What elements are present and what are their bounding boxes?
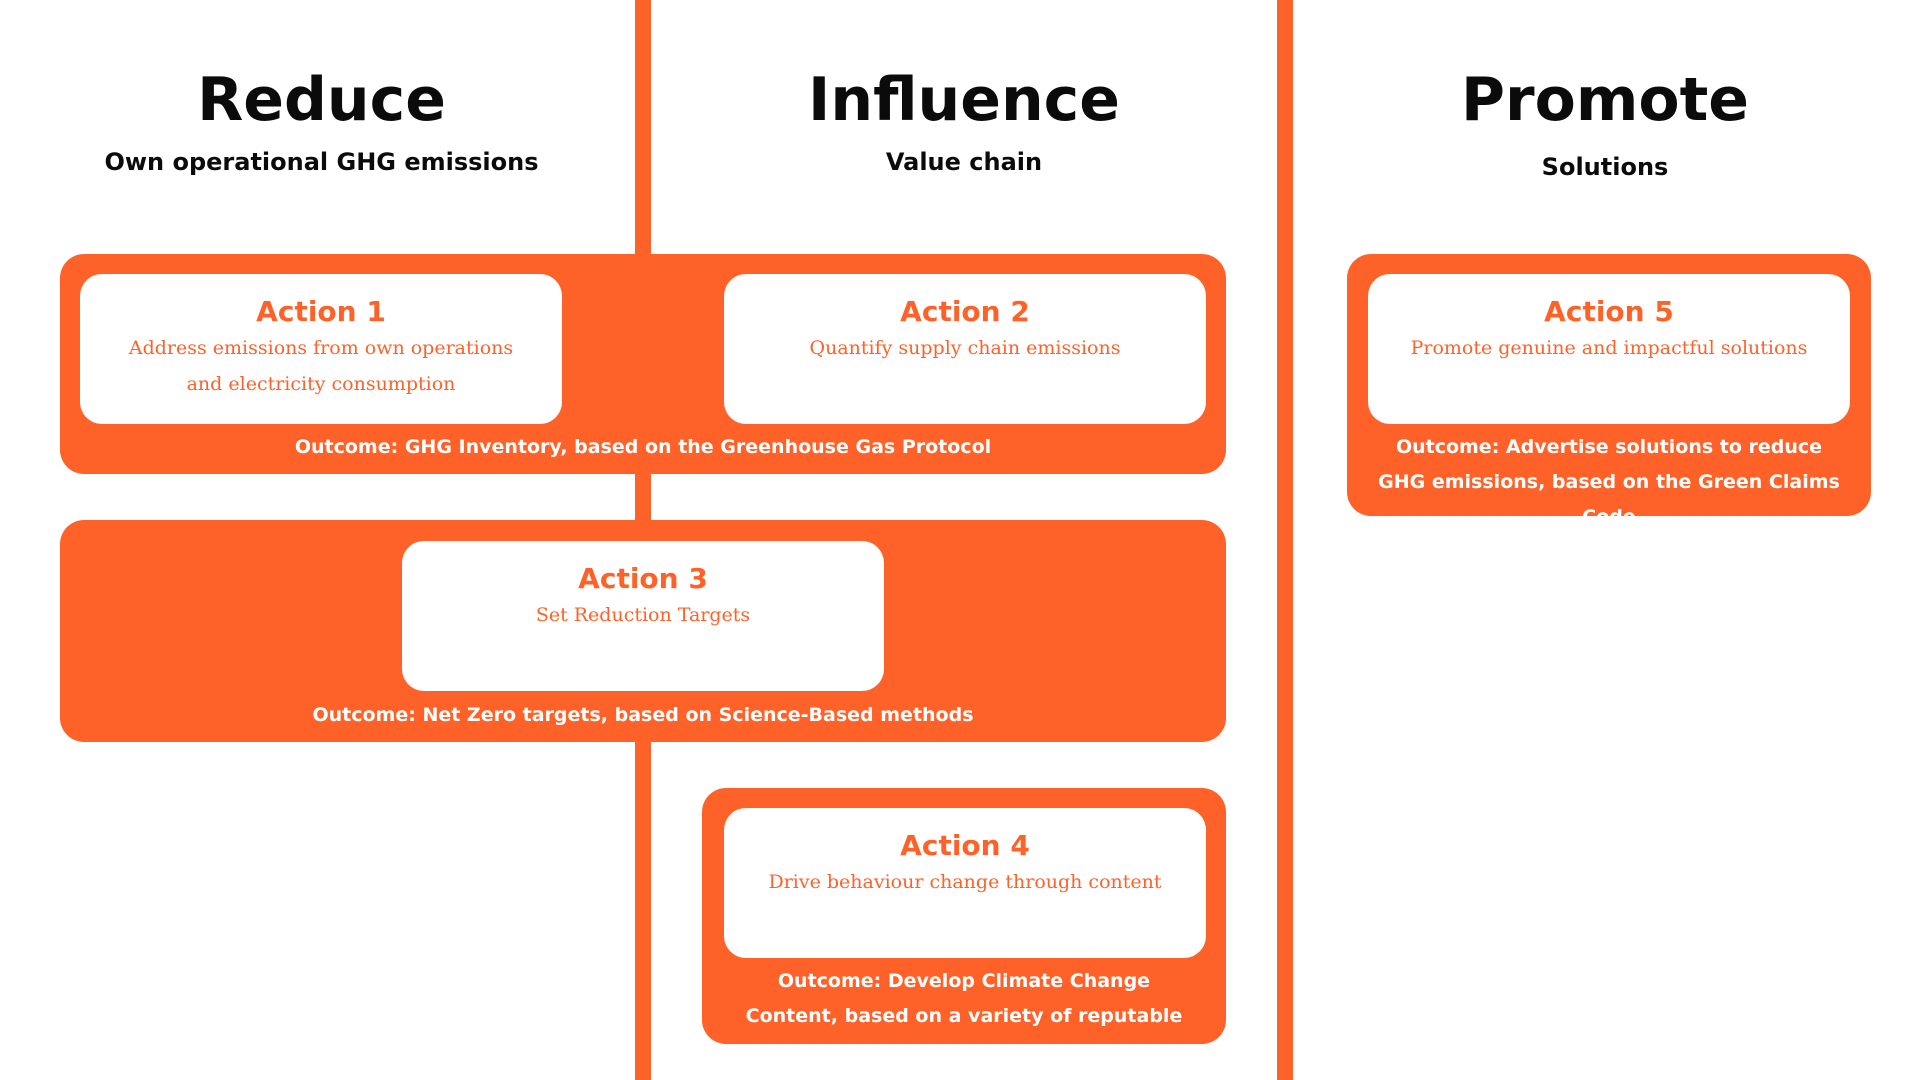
column-title-promote: Promote	[1461, 65, 1749, 135]
outcome-text-content: Outcome: Develop Climate Change Content,…	[745, 970, 1183, 1062]
action-title-1: Action 1	[256, 295, 386, 328]
column-subtitle-promote: Solutions	[1541, 153, 1669, 181]
action-description-3: Set Reduction Targets	[535, 604, 751, 626]
outcome-text-solutions: Outcome: Advertise solutions to reduce G…	[1378, 436, 1840, 528]
action-title-5: Action 5	[1544, 295, 1674, 328]
outcome-band-inventory: Action 1 Address emissions from own oper…	[60, 254, 1226, 474]
outcome-band-targets: Action 3 Set Reduction Targets Outcome: …	[60, 520, 1226, 742]
action-title-2: Action 2	[900, 295, 1030, 328]
column-promote: Promote Solutions	[1285, 70, 1920, 190]
action-card-3: Action 3 Set Reduction Targets	[402, 541, 884, 691]
column-title-influence: Influence	[808, 65, 1120, 135]
outcome-text-inventory: Outcome: GHG Inventory, based on the Gre…	[294, 436, 992, 458]
action-card-5: Action 5 Promote genuine and impactful s…	[1368, 274, 1850, 424]
divider-influence-promote	[1277, 0, 1293, 1080]
column-subtitle-reduce: Own operational GHG emissions	[104, 148, 539, 176]
column-title-reduce: Reduce	[197, 65, 446, 135]
outcome-band-solutions: Action 5 Promote genuine and impactful s…	[1347, 254, 1871, 528]
action-title-4: Action 4	[900, 829, 1030, 862]
action-description-1: Address emissions from own operations an…	[128, 337, 514, 395]
action-card-2: Action 2 Quantify supply chain emissions	[724, 274, 1206, 424]
column-influence: Influence Value chain	[643, 70, 1285, 190]
action-description-2: Quantify supply chain emissions	[809, 337, 1121, 359]
action-title-3: Action 3	[578, 562, 708, 595]
outcome-text-targets: Outcome: Net Zero targets, based on Scie…	[312, 704, 974, 726]
column-subtitle-influence: Value chain	[885, 148, 1043, 176]
action-card-1: Action 1 Address emissions from own oper…	[80, 274, 562, 424]
outcome-band-content: Action 4 Drive behaviour change through …	[702, 788, 1226, 1062]
action-description-4: Drive behaviour change through content	[768, 871, 1162, 893]
action-description-5: Promote genuine and impactful solutions	[1410, 337, 1808, 359]
column-reduce: Reduce Own operational GHG emissions	[0, 70, 643, 190]
action-card-4: Action 4 Drive behaviour change through …	[724, 808, 1206, 958]
